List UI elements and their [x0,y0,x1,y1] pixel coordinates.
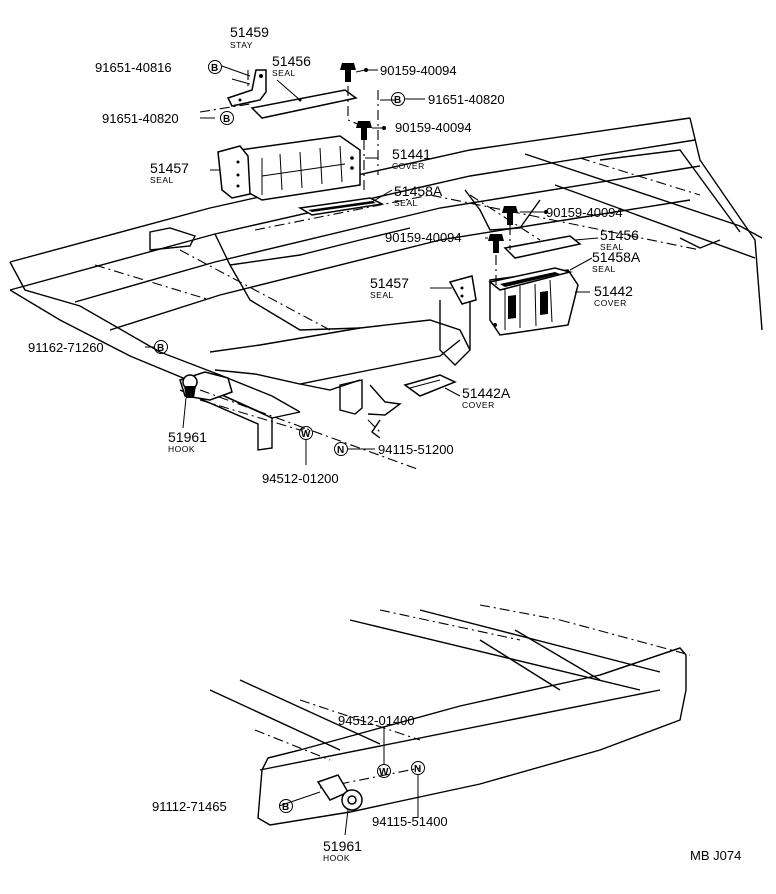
svg-text:90159-40094: 90159-40094 [385,230,462,245]
svg-text:B: B [157,343,164,354]
svg-text:HOOK: HOOK [323,853,350,863]
frame-lower [209,604,691,826]
svg-text:B: B [211,63,218,74]
callout-51458A-lower: 51458A SEAL [592,249,641,274]
svg-text:51458A: 51458A [592,249,641,265]
svg-text:51459: 51459 [230,24,269,40]
frame-upper [9,117,763,451]
svg-text:94512-01200: 94512-01200 [262,471,339,486]
svg-text:W: W [379,767,389,778]
svg-text:91651-40820: 91651-40820 [428,92,505,107]
callout-51458A-upper: 51458A SEAL [394,183,443,208]
svg-text:94115-51200: 94115-51200 [378,442,454,457]
svg-text:90159-40094: 90159-40094 [380,63,457,78]
svg-text:SEAL: SEAL [600,242,624,252]
callout-91162-71260: 91162-71260 B [28,340,168,355]
svg-text:91651-40820: 91651-40820 [102,111,179,126]
callout-94115-51400: N 94115-51400 [372,761,448,829]
svg-text:SEAL: SEAL [394,198,418,208]
svg-text:51458A: 51458A [394,183,443,199]
seal-51458A-lower [488,267,573,291]
svg-text:94115-51400: 94115-51400 [372,814,448,829]
svg-text:B: B [223,114,230,125]
svg-text:51457: 51457 [370,275,409,291]
stay-51459 [226,69,267,107]
callout-91112-71465: 91112-71465 B [152,799,293,814]
svg-text:HOOK: HOOK [168,444,195,454]
seal-51456-upper [250,89,358,119]
tow-hook-lower [316,774,363,811]
svg-text:51456: 51456 [600,227,639,243]
callout-51961-upper: 51961 HOOK [168,429,207,454]
svg-text:B: B [394,95,401,106]
svg-text:SEAL: SEAL [370,290,394,300]
svg-text:51441: 51441 [392,146,431,162]
callout-91651-40816: 91651-40816 B [95,60,222,75]
svg-text:SEAL: SEAL [272,68,296,78]
bolt-icon [502,206,518,225]
callout-51456-lower: 51456 SEAL [600,227,639,252]
svg-text:51961: 51961 [168,429,207,445]
callout-94512-01400: 94512-01400 W [338,713,415,778]
svg-text:W: W [301,429,311,440]
svg-text:91162-71260: 91162-71260 [28,340,104,355]
seal-51456-lower [503,235,582,259]
callout-51961-lower: 51961 HOOK [323,838,362,863]
leader-lines [145,65,599,836]
svg-text:COVER: COVER [462,400,495,410]
svg-text:94512-01400: 94512-01400 [338,713,415,728]
callout-51457-upper: 51457 SEAL [150,160,189,185]
svg-text:91651-40816: 91651-40816 [95,60,172,75]
svg-text:51442A: 51442A [462,385,511,401]
callout-94115-51200: N 94115-51200 [334,442,454,457]
assembly-lines-top [94,70,701,471]
callout-51457-lower: 51457 SEAL [370,275,409,300]
svg-text:SEAL: SEAL [592,264,616,274]
seal-51457-lower [448,275,477,305]
callout-51442: 51442 COVER [594,283,633,308]
callout-51441: 51441 COVER [392,146,431,171]
callout-91651-40820-a: 91651-40820 B [102,111,234,126]
svg-text:B: B [282,802,289,813]
bolt-icon [340,63,356,82]
svg-text:STAY: STAY [230,40,253,50]
svg-text:90159-40094: 90159-40094 [395,120,472,135]
callout-90159-40094-b: 90159-40094 [382,120,472,135]
callout-90159-40094-c: 90159-40094 [544,205,623,220]
svg-text:N: N [414,764,421,775]
bolt-icon [356,121,372,140]
callout-51459: 51459 STAY [230,24,269,50]
svg-text:COVER: COVER [392,161,425,171]
bolt-icon [488,234,504,253]
svg-text:N: N [337,445,344,456]
tow-hook-upper [179,371,233,401]
seal-51458A-upper [297,197,385,216]
callout-91651-40820-b: B 91651-40820 [391,92,505,107]
diagram-code: MB J074 [690,848,741,863]
callout-90159-40094-d: 90159-40094 [385,230,462,245]
svg-text:51456: 51456 [272,53,311,69]
callout-51442A: 51442A COVER [462,385,511,410]
callout-90159-40094-a: 90159-40094 [364,63,457,78]
seal-51457-upper [217,145,251,199]
svg-text:91112-71465: 91112-71465 [152,799,227,814]
svg-text:51457: 51457 [150,160,189,176]
svg-text:51961: 51961 [323,838,362,854]
cover-51442A [403,374,457,397]
callout-51456-upper: 51456 SEAL [272,53,311,78]
svg-text:SEAL: SEAL [150,175,174,185]
svg-text:51442: 51442 [594,283,633,299]
callout-94512-01200: W 94512-01200 [262,426,339,486]
cover-51441 [239,135,361,201]
svg-text:COVER: COVER [594,298,627,308]
svg-text:90159-40094: 90159-40094 [546,205,623,220]
